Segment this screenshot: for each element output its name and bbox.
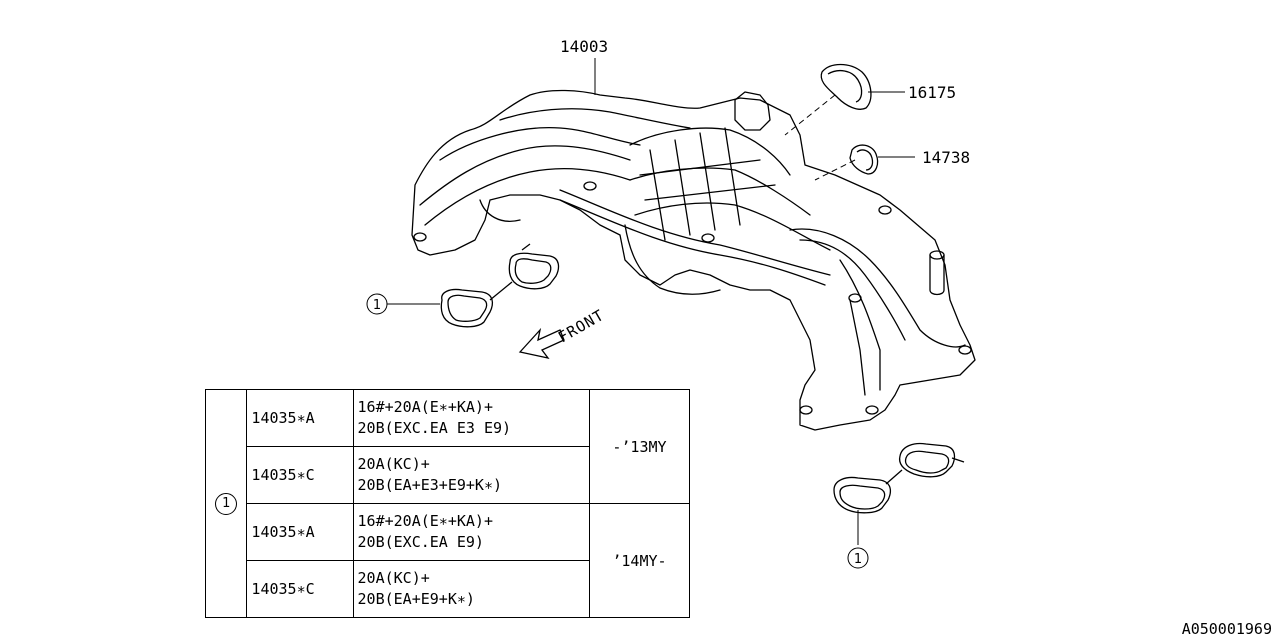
table-row: 1 14035∗A 16#+20A(E∗+KA)+ 20B(EXC.EA E3 … [204,389,691,618]
model-year: -’13MY [588,389,691,504]
label-14003: 14003 [560,37,608,56]
table-ref-cell: 1 [204,389,248,618]
svg-text:1: 1 [854,552,862,567]
part-number: 14035∗A [246,389,354,447]
label-14738: 14738 [922,148,970,167]
part-number: 14035∗C [246,446,354,504]
front-label: FRONT [555,306,607,347]
label-16175: 16175 [908,83,956,102]
application: 20A(KC)+ 20B(EA+E9+K∗) [352,560,590,618]
ref-number: 1 [215,492,238,515]
application: 16#+20A(E∗+KA)+ 20B(EXC.EA E3 E9) [352,389,590,447]
model-year: ’14MY- [588,503,691,618]
ring-16175 [820,63,872,110]
table-row: 14035∗C 20A(KC)+ 20B(EA+E9+K∗) [206,560,690,618]
diagram-code: A050001969 [1181,620,1272,638]
front-arrow-icon [518,327,565,359]
gasket-left [440,288,494,328]
table-row: 14035∗C 20A(KC)+ 20B(EA+E3+E9+K∗) [206,446,690,504]
ring-14738 [849,144,879,175]
callout-bottom: 1 [847,547,869,569]
application: 20A(KC)+ 20B(EA+E3+E9+K∗) [352,446,590,504]
intake-manifold [411,89,976,431]
svg-text:1: 1 [373,298,381,313]
callout-left: 1 [366,293,388,315]
application: 16#+20A(E∗+KA)+ 20B(EXC.EA E9) [352,503,590,561]
part-number: 14035∗C [246,560,354,618]
table-row: 14035∗A 16#+20A(E∗+KA)+ 20B(EXC.EA E9) ’… [206,503,691,618]
part-number: 14035∗A [246,503,354,561]
parts-table: 1 14035∗A 16#+20A(E∗+KA)+ 20B(EXC.EA E3 … [204,389,691,618]
gasket-right [833,476,892,514]
